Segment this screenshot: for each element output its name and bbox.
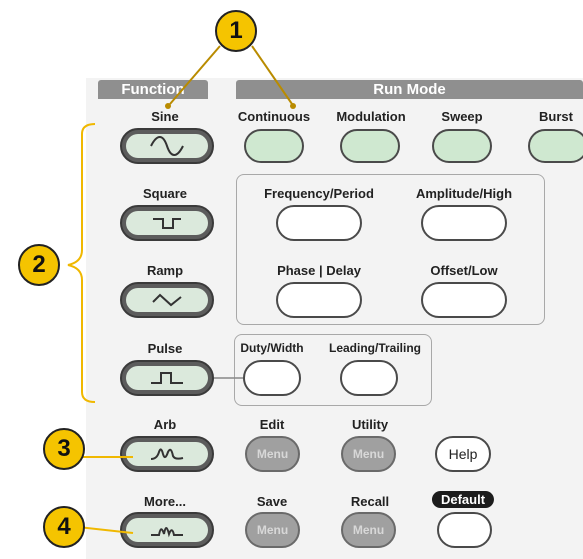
square-label: Square xyxy=(142,186,188,201)
callout-1: 1 xyxy=(215,10,257,52)
pulse-button[interactable] xyxy=(120,360,214,396)
arb-button[interactable] xyxy=(120,436,214,472)
ramp-label: Ramp xyxy=(146,263,184,278)
duty-width-label: Duty/Width xyxy=(240,341,304,355)
more-button[interactable] xyxy=(120,512,214,548)
default-label: Default xyxy=(431,491,495,508)
leader-line-1b xyxy=(251,45,293,105)
leader-line-4 xyxy=(77,526,134,534)
offset-low-button[interactable] xyxy=(421,282,507,318)
frequency-period-button[interactable] xyxy=(276,205,362,241)
sine-wave-icon xyxy=(150,136,184,156)
ramp-wave-icon xyxy=(152,293,182,307)
callout-2: 2 xyxy=(18,244,60,286)
continuous-label: Continuous xyxy=(237,109,311,124)
help-button[interactable]: Help xyxy=(435,436,491,472)
phase-delay-label: Phase | Delay xyxy=(277,263,361,278)
burst-button[interactable] xyxy=(528,129,583,163)
arb-label: Arb xyxy=(153,417,177,432)
bracket xyxy=(67,123,96,403)
more-waveforms-icon xyxy=(151,527,183,538)
pulse-group-box xyxy=(234,334,432,406)
square-button[interactable] xyxy=(120,205,214,241)
leader-dot-continuous xyxy=(290,103,296,109)
callout-3: 3 xyxy=(43,428,85,470)
continuous-button[interactable] xyxy=(244,129,304,163)
sine-label: Sine xyxy=(151,109,179,124)
burst-label: Burst xyxy=(539,109,573,124)
edit-menu-button[interactable]: Menu xyxy=(245,436,300,472)
phase-delay-button[interactable] xyxy=(276,282,362,318)
offset-low-label: Offset/Low xyxy=(430,263,498,278)
arbitrary-wave-icon xyxy=(150,448,184,460)
sweep-button[interactable] xyxy=(432,129,492,163)
save-menu-button[interactable]: Menu xyxy=(245,512,300,548)
sweep-label: Sweep xyxy=(441,109,483,124)
pulse-wave-icon xyxy=(151,372,183,384)
leader-line-1a xyxy=(169,45,221,105)
modulation-label: Modulation xyxy=(336,109,406,124)
leading-trailing-label: Leading/Trailing xyxy=(328,341,422,355)
function-header: Function xyxy=(98,80,208,99)
more-label: More... xyxy=(144,494,186,509)
pulse-label: Pulse xyxy=(147,341,183,356)
amplitude-high-button[interactable] xyxy=(421,205,507,241)
save-label: Save xyxy=(256,494,288,509)
callout-4: 4 xyxy=(43,506,85,548)
amplitude-high-label: Amplitude/High xyxy=(415,186,513,201)
recall-menu-button[interactable]: Menu xyxy=(341,512,396,548)
ramp-button[interactable] xyxy=(120,282,214,318)
recall-label: Recall xyxy=(350,494,390,509)
duty-width-button[interactable] xyxy=(243,360,301,396)
leading-trailing-button[interactable] xyxy=(340,360,398,396)
utility-menu-button[interactable]: Menu xyxy=(341,436,396,472)
edit-label: Edit xyxy=(259,417,285,432)
run-mode-header: Run Mode xyxy=(236,80,583,99)
default-button[interactable] xyxy=(437,512,492,548)
leader-dot-sine xyxy=(165,103,171,109)
parameter-group-box xyxy=(236,174,545,325)
modulation-button[interactable] xyxy=(340,129,400,163)
sine-button[interactable] xyxy=(120,128,214,164)
frequency-period-label: Frequency/Period xyxy=(264,186,374,201)
square-wave-icon xyxy=(153,218,181,229)
utility-label: Utility xyxy=(351,417,389,432)
